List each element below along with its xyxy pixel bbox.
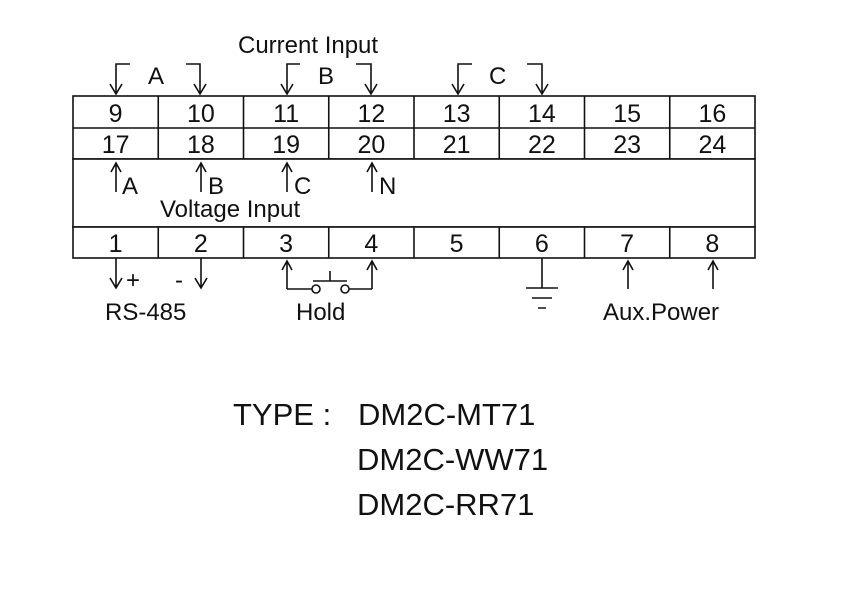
terminal-15: 15 (613, 100, 641, 128)
voltage-phase-b-label: B (208, 173, 224, 200)
voltage-phase-c: C (281, 161, 311, 200)
terminal-18: 18 (187, 131, 215, 159)
current-input-connectors: A B C (109, 63, 549, 96)
terminal-17: 17 (102, 131, 130, 159)
voltage-phase-n-label: N (379, 173, 396, 200)
arrow-down-icon (280, 83, 294, 96)
hold-label: Hold (296, 299, 345, 326)
current-input-title: Current Input (238, 32, 378, 59)
bracket-right-a (186, 63, 201, 94)
current-phase-b: B (280, 63, 378, 96)
terminal-2: 2 (194, 230, 208, 258)
voltage-phase-c-label: C (294, 173, 311, 200)
rs485-connection: + - RS-485 (105, 258, 208, 326)
terminal-24: 24 (698, 131, 726, 159)
arrow-down-icon (193, 83, 207, 96)
terminal-21: 21 (443, 131, 471, 159)
terminal-23: 23 (613, 131, 641, 159)
rs485-plus-label: + (126, 267, 140, 294)
arrow-down-icon (535, 83, 549, 96)
ground-icon (526, 258, 558, 309)
bracket-right-c (527, 63, 543, 94)
arrow-up-icon (281, 161, 293, 192)
terminal-14: 14 (528, 100, 556, 128)
current-phase-a-label: A (148, 63, 164, 90)
voltage-phase-n: N (366, 161, 396, 200)
terminal-13: 13 (443, 100, 471, 128)
rs485-label: RS-485 (105, 299, 186, 326)
terminal-4: 4 (364, 230, 378, 258)
terminal-12: 12 (357, 100, 385, 128)
arrow-up-icon (281, 259, 293, 289)
bracket-left-b (286, 63, 300, 94)
aux-power-connection: Aux.Power (603, 259, 719, 326)
terminal-19: 19 (272, 131, 300, 159)
terminal-9: 9 (109, 100, 123, 128)
model-1: DM2C-MT71 (358, 397, 535, 432)
type-block: TYPE : DM2C-MT71 DM2C-WW71 DM2C-RR71 (233, 397, 548, 522)
push-button-icon (313, 271, 347, 282)
switch-contact-left (311, 284, 321, 294)
bracket-right-b (356, 63, 372, 94)
terminal-8: 8 (705, 230, 719, 258)
terminal-1: 1 (109, 230, 123, 258)
arrow-up-icon (622, 259, 634, 289)
terminal-6: 6 (535, 230, 549, 258)
current-phase-c-label: C (489, 63, 506, 90)
bracket-left-a (115, 63, 130, 94)
voltage-input-connectors: A B C N Voltage Input (110, 161, 396, 223)
arrow-down-icon (109, 83, 123, 96)
arrow-down-icon (194, 258, 208, 290)
current-phase-c: C (451, 63, 549, 96)
current-phase-b-label: B (318, 63, 334, 90)
terminal-22: 22 (528, 131, 556, 159)
arrow-up-icon (195, 161, 207, 192)
aux-power-label: Aux.Power (603, 299, 719, 326)
arrow-up-icon (110, 161, 122, 192)
hold-switch: Hold (281, 259, 378, 326)
terminal-5: 5 (450, 230, 464, 258)
voltage-input-title: Voltage Input (160, 196, 300, 223)
terminal-7: 7 (620, 230, 634, 258)
arrow-down-icon (109, 258, 123, 290)
arrow-up-icon (707, 259, 719, 289)
arrow-down-icon (364, 83, 378, 96)
current-phase-a: A (109, 63, 207, 96)
voltage-phase-a: A (110, 161, 138, 200)
voltage-phase-a-label: A (122, 173, 138, 200)
voltage-phase-b: B (195, 161, 224, 200)
switch-contact-right (340, 284, 350, 294)
model-3: DM2C-RR71 (357, 487, 534, 522)
terminal-20: 20 (357, 131, 385, 159)
terminal-10: 10 (187, 100, 215, 128)
model-2: DM2C-WW71 (357, 442, 548, 477)
voltage-input-panel (72, 158, 756, 228)
arrow-up-icon (366, 161, 378, 192)
arrow-up-icon (366, 259, 378, 289)
type-prefix: TYPE : (233, 397, 331, 432)
terminal-3: 3 (279, 230, 293, 258)
rs485-minus-label: - (175, 267, 183, 294)
bracket-left-c (457, 63, 472, 94)
terminal-11: 11 (273, 100, 299, 128)
arrow-down-icon (451, 83, 465, 96)
terminal-16: 16 (698, 100, 726, 128)
